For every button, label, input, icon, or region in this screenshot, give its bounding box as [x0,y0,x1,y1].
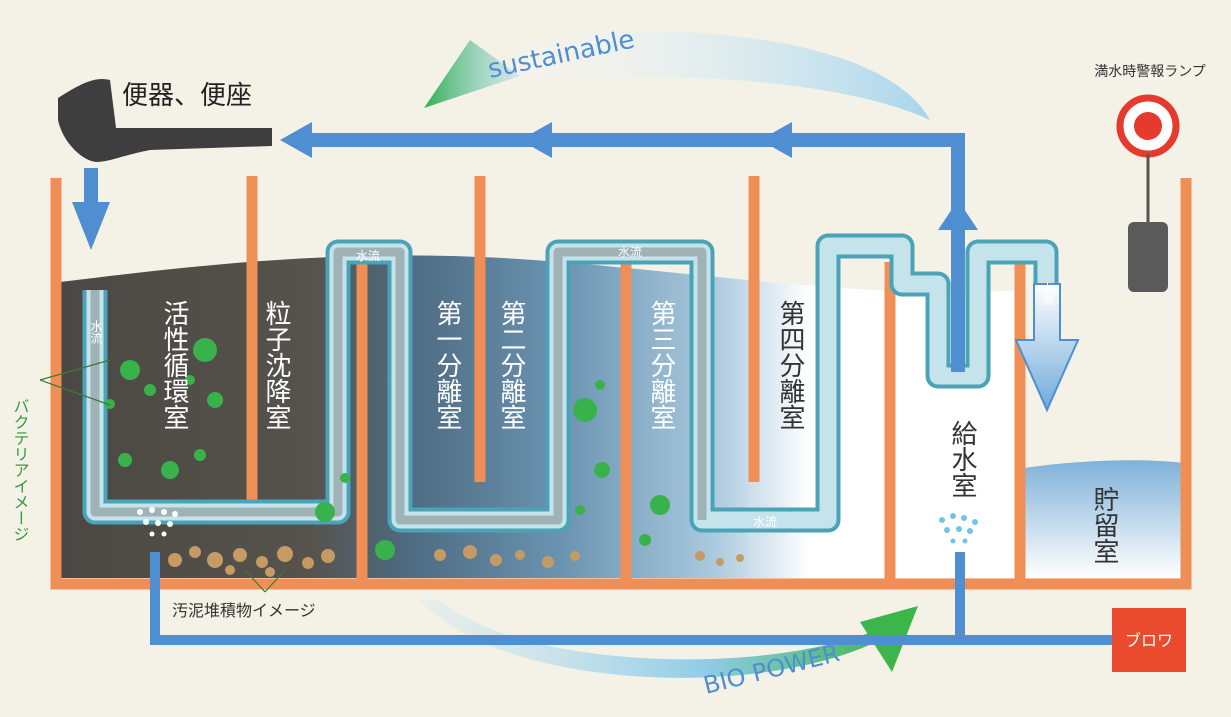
bio-power-arc [420,600,900,678]
chamber-particle: 粒子沈降室 [261,300,291,430]
chamber-third: 第三分離室 [646,300,676,430]
blower-box [1112,608,1186,672]
chamber-supply: 給水室 [947,420,977,498]
bacteria [105,338,670,560]
alarm-lamp-core [1134,112,1162,140]
chamber-second: 第二分離室 [496,300,526,430]
alarm-lamp-label: 満水時警報ランプ [1094,64,1206,80]
baffles [246,176,1026,584]
chamber-fourth: 第四分離室 [775,300,805,430]
chamber-first: 第一分離室 [432,300,462,430]
bio-power-label: BIO POWER [701,639,843,700]
bacteria-image-label: バクテリアイメージ [11,398,30,542]
aeration-bubbles-left [137,507,178,537]
toilet-down-shaft [84,168,98,202]
flow-down-arrow [1014,283,1080,413]
aeration-bubbles-supply [939,513,978,544]
sustainable-arrow [424,40,520,108]
toilet-label: 便器、便座 [122,81,252,111]
water-flow-label-4: 水流 [89,320,103,344]
water-flow-label-2: 水流 [618,245,642,259]
supply-up-arrow [938,200,978,230]
sludge [168,545,744,577]
sludge-image-label: 汚泥堆積物イメージ [172,601,316,620]
callout-lines [39,359,286,593]
toilet-bowl [58,78,272,162]
return-arrow-2 [520,122,552,158]
float-switch [1128,222,1168,292]
chamber-active: 活性循環室 [159,300,189,430]
chamber-storage: 貯留室 [1089,486,1119,564]
water-flow-label-3: 水流 [753,515,777,529]
water-flow-label-5: 水流 [1040,282,1054,306]
tank-water [60,255,1020,578]
blower-label: ブロワ [1125,631,1173,650]
air-line [150,552,1112,645]
return-arrow-1 [280,122,312,158]
storage-water [1024,460,1184,578]
toilet-down-arrow [72,202,110,250]
sustainable-arc [468,31,930,120]
recirculation-line [300,133,965,372]
return-arrow-3 [760,122,792,158]
water-flow-label-1: 水流 [356,249,380,263]
